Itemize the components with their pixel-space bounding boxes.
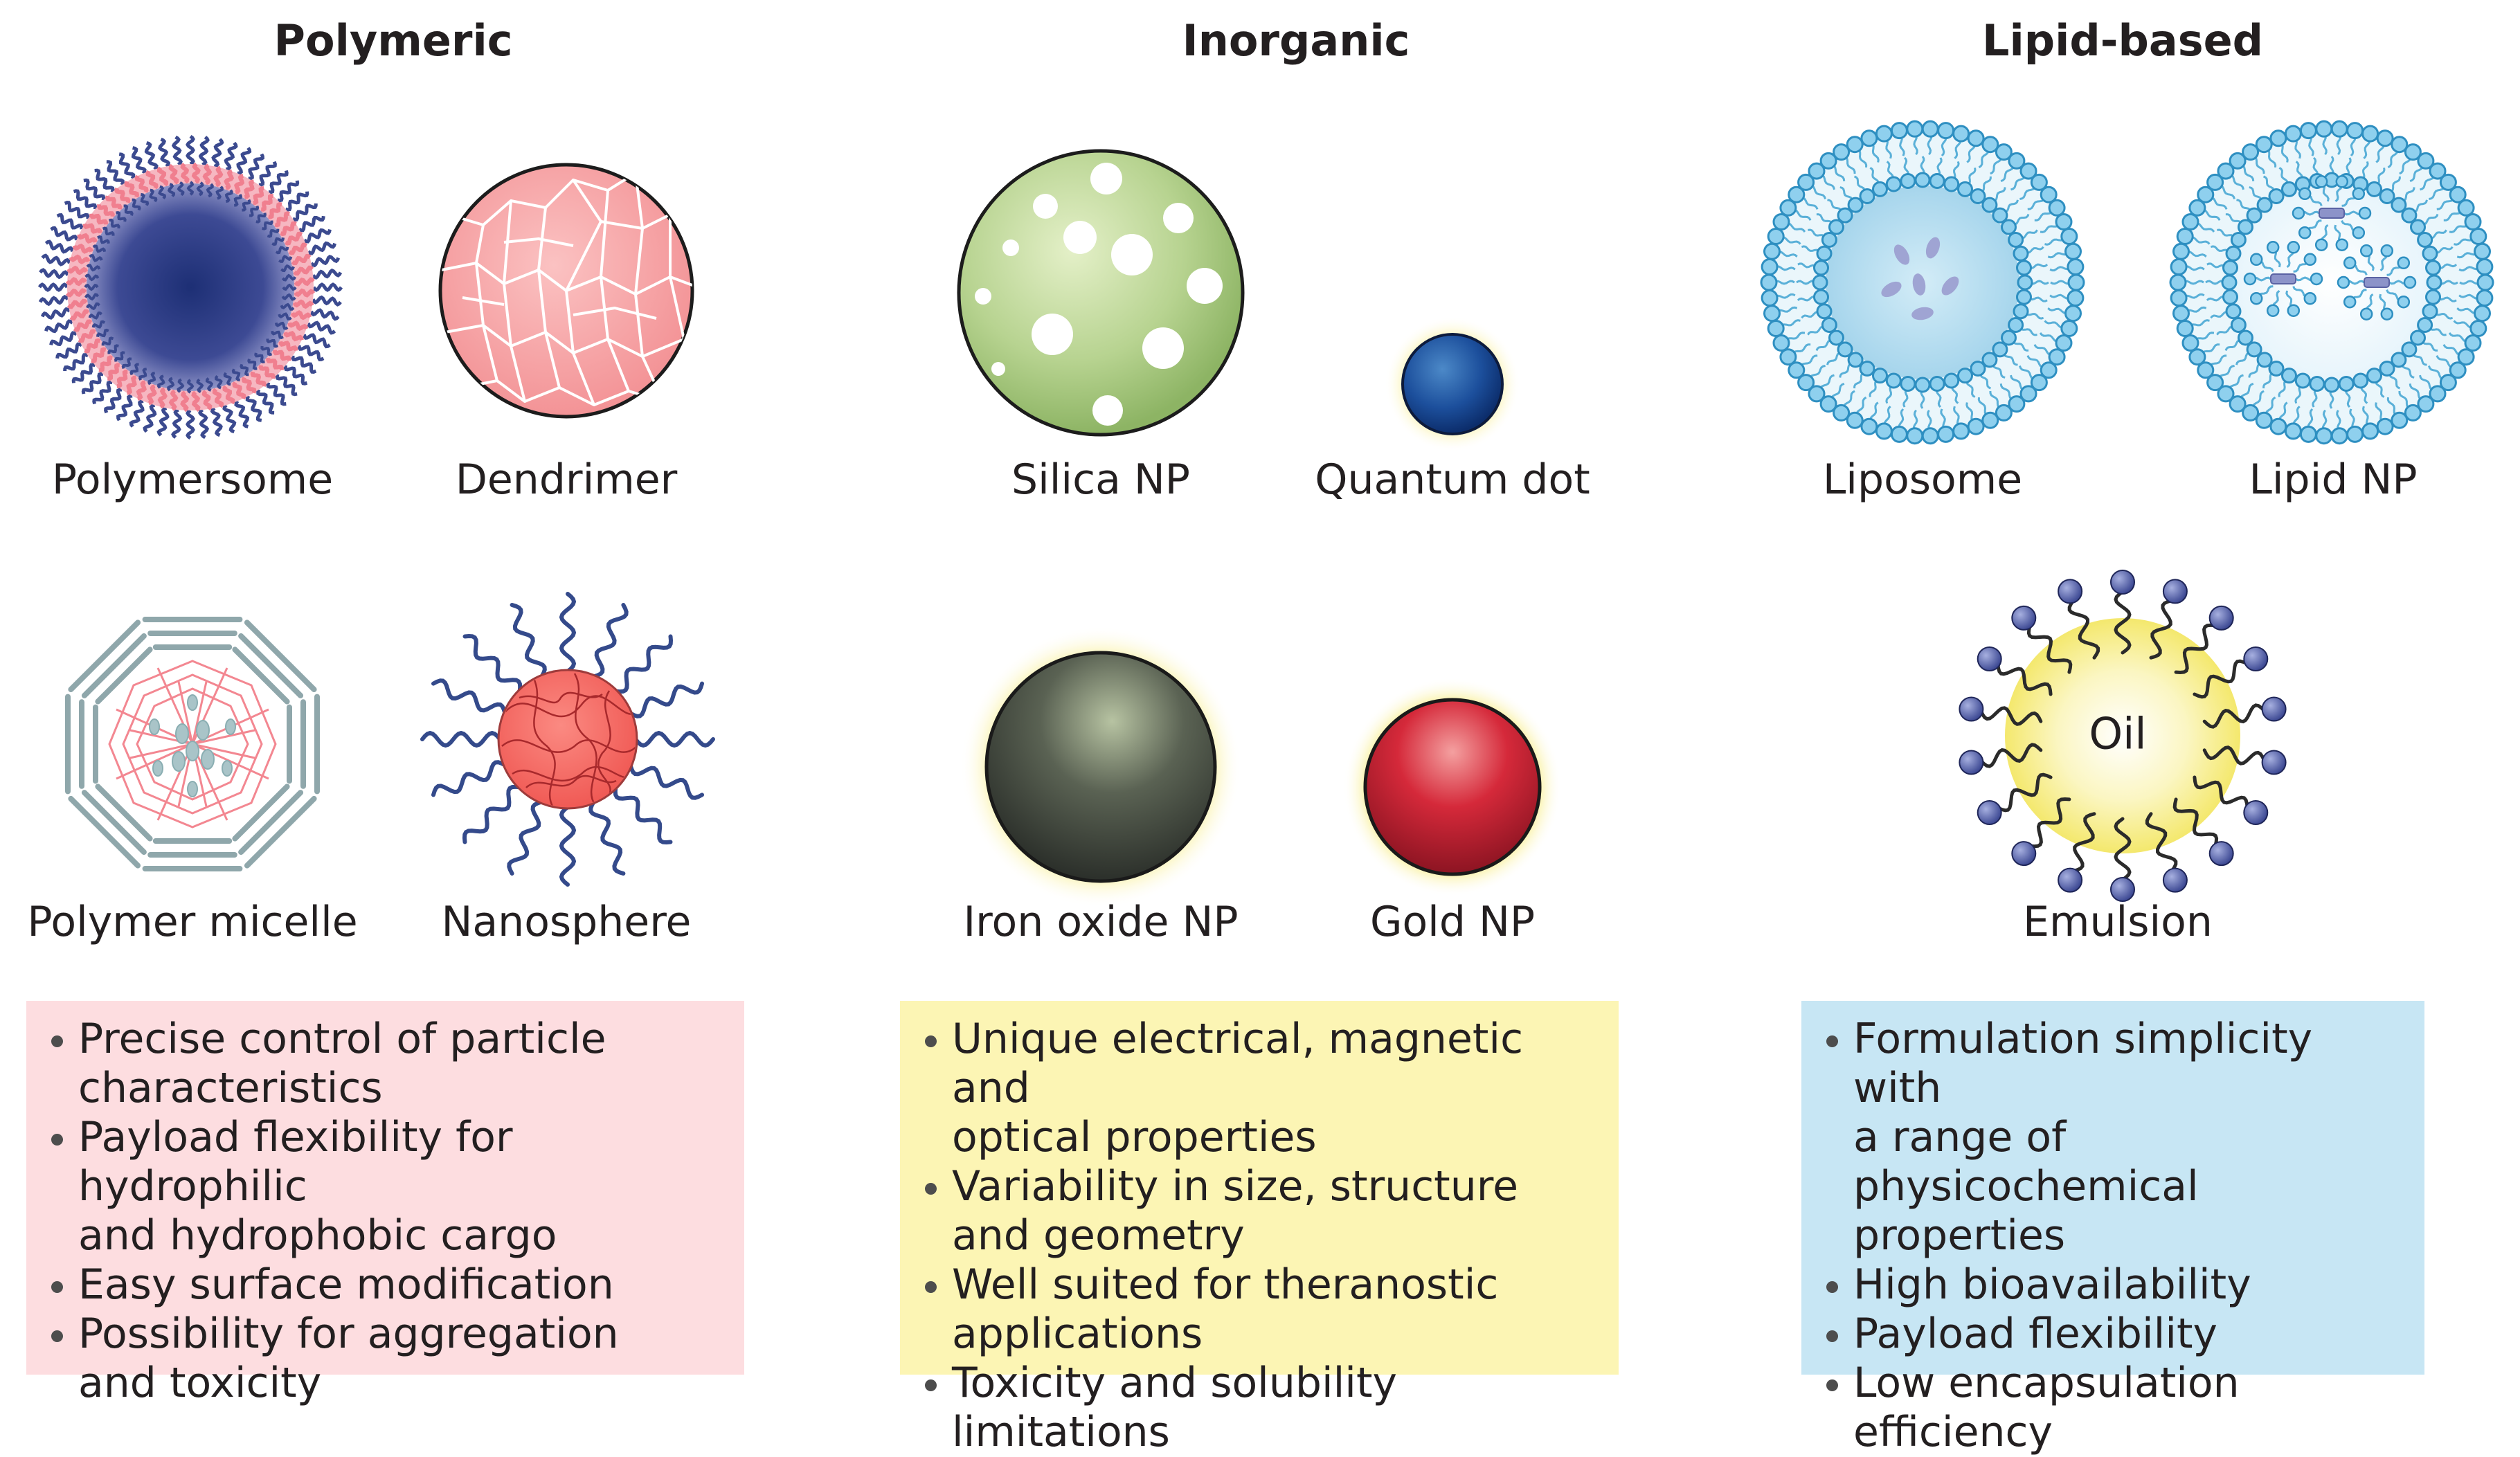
- polymersome-illustration: [37, 134, 343, 440]
- gold-np-illustration: [1343, 678, 1562, 896]
- emulsion-illustration: [1959, 570, 2287, 902]
- polymer-micelle-illustration: [65, 617, 320, 871]
- liposome-label: Liposome: [1822, 455, 2023, 504]
- polymeric-title: Polymeric: [273, 15, 513, 66]
- lipid-np-illustration: [2169, 120, 2494, 445]
- polymeric-property-3: Easy surface modification: [50, 1260, 730, 1310]
- polymersome-label: Polymersome: [51, 455, 334, 504]
- lipid-property-3: Payload flexibility: [1825, 1310, 2411, 1359]
- inorganic-title: Inorganic: [1182, 15, 1410, 66]
- lipid-based-title: Lipid-based: [1981, 15, 2264, 66]
- dendrimer-label: Dendrimer: [455, 455, 678, 504]
- lipid-property-2: High bioavailability: [1825, 1260, 2411, 1310]
- liposome-illustration: [1760, 120, 2085, 445]
- gold-np-label: Gold NP: [1369, 898, 1536, 946]
- quantum-dot-label: Quantum dot: [1315, 455, 1590, 504]
- nanosphere-illustration: [420, 592, 715, 887]
- emulsion-label: Emulsion: [2023, 898, 2213, 946]
- iron-oxide-np-label: Iron oxide NP: [963, 898, 1239, 946]
- dendrimer-illustration: [438, 163, 694, 419]
- oil-label: Oil: [2089, 708, 2147, 759]
- silica-np-illustration: [957, 149, 1245, 437]
- inorganic-property-4: Toxicity and solubility limitations: [924, 1359, 1605, 1457]
- nanosphere-label: Nanosphere: [441, 898, 692, 946]
- lipid-np-label: Lipid NP: [2249, 455, 2418, 504]
- silica-np-label: Silica NP: [1011, 455, 1190, 504]
- quantum-dot-illustration: [1385, 316, 1520, 452]
- iron-oxide-np-illustration: [960, 626, 1241, 907]
- polymer-micelle-label: Polymer micelle: [27, 898, 358, 946]
